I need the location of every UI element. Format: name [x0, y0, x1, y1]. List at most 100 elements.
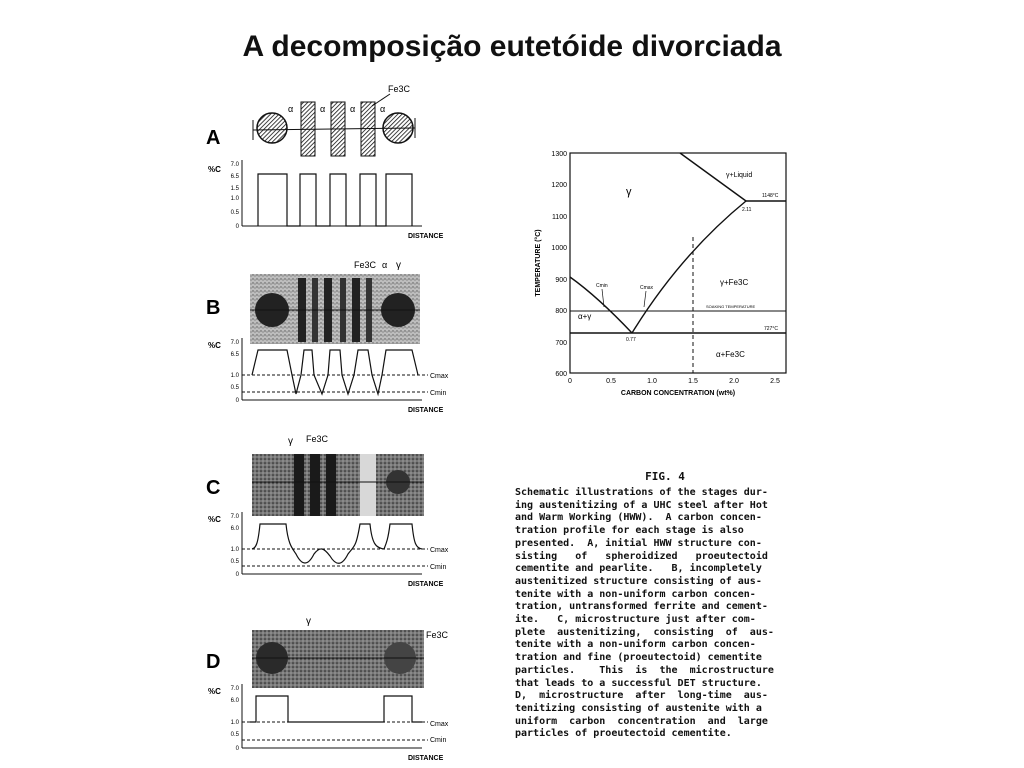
svg-text:0.5: 0.5	[231, 732, 240, 738]
distance-label: DISTANCE	[408, 581, 444, 588]
region-alpha-fe3c: α+Fe3C	[716, 350, 745, 359]
carbon-profile-a	[257, 173, 413, 227]
panel-a: A α α α α Fe3C %C 7.0 6.5 1.5 1.0 0.5 0 …	[206, 84, 444, 240]
phase-label-alpha: α	[320, 104, 325, 114]
distance-label: DISTANCE	[408, 755, 444, 762]
caption-line: ing austenitizing of a UHC steel after H…	[515, 499, 768, 511]
svg-text:0: 0	[236, 398, 240, 404]
svg-text:6.0: 6.0	[231, 698, 240, 704]
label-cmin: Cmin	[596, 283, 608, 289]
svg-text:6.0: 6.0	[231, 526, 240, 532]
gamma-label: γ	[396, 260, 401, 271]
distance-label: DISTANCE	[408, 407, 444, 414]
svg-text:0.5: 0.5	[231, 385, 240, 391]
svg-text:7.0: 7.0	[231, 686, 240, 692]
svg-text:7.0: 7.0	[231, 340, 240, 346]
fe3c-label: Fe3C	[306, 434, 329, 444]
svg-text:700: 700	[555, 340, 567, 347]
fe3c-label: Fe3C	[388, 84, 411, 94]
svg-text:1.0: 1.0	[231, 373, 240, 379]
svg-text:1300: 1300	[551, 151, 567, 158]
caption-line: Schematic illustrations of the stages du…	[515, 487, 768, 498]
region-gamma: γ	[626, 186, 632, 198]
phase-label-alpha: α	[288, 104, 293, 114]
label-727c: 727°C	[764, 326, 778, 332]
panel-letter-a: A	[206, 127, 220, 149]
svg-text:0: 0	[236, 572, 240, 578]
fe3c-label: Fe3C	[426, 630, 449, 640]
svg-text:1.5: 1.5	[688, 378, 698, 385]
panel-d: D γ Fe3C %C 7.0 6.0 1.0 0.5 0 Cmax Cmin …	[206, 616, 449, 762]
panel-letter-c: C	[206, 477, 220, 499]
a3-line	[569, 276, 633, 334]
cmin-label: Cmin	[430, 737, 446, 744]
caption-heading: FIG. 4	[645, 470, 685, 483]
acm-line	[631, 200, 747, 334]
fe3c-label: Fe3C	[354, 260, 377, 270]
carbon-ticks: 0 0.5 1.0 1.5 2.0 2.5	[568, 378, 780, 385]
caption-line: tration profile for each stage is also	[515, 525, 744, 537]
panel-b: B Fe3C α γ %C 7.0 6.5 1.0 0.5 0 Cmax Cmi…	[206, 260, 449, 414]
cmax-label: Cmax	[430, 373, 449, 380]
caption-line: tration, untransformed ferrite and cemen…	[515, 601, 768, 613]
plot-frame	[569, 152, 787, 374]
svg-text:800: 800	[555, 308, 567, 315]
caption-line: particles of proeutectoid cementite.	[515, 728, 732, 740]
carbon-profile-c	[251, 523, 423, 564]
phase-label-alpha: α	[380, 104, 385, 114]
svg-text:600: 600	[555, 371, 567, 378]
svg-text:1100: 1100	[552, 214, 567, 221]
austenitizing-stages-figure: A α α α α Fe3C %C 7.0 6.5 1.5 1.0 0.5 0 …	[206, 84, 449, 762]
label-1148c: 1148°C	[762, 193, 779, 199]
cmin-label: Cmin	[430, 390, 446, 397]
svg-text:0: 0	[568, 378, 572, 385]
caption-line: that leads to a successful DET structure…	[515, 677, 762, 689]
phase-label-alpha: α	[350, 104, 355, 114]
caption-line: particles. This is the microstructure	[515, 664, 774, 676]
percent-carbon-label: %C	[208, 165, 221, 174]
caption-line: ite. C, microstructure just after com-	[515, 614, 756, 626]
distance-label: DISTANCE	[408, 233, 444, 240]
svg-text:0.5: 0.5	[231, 559, 240, 565]
region-gamma-liquid: γ+Liquid	[726, 172, 752, 179]
region-alpha-gamma: α+γ	[578, 312, 591, 321]
panel-c: C γ Fe3C %C 7.0 6.0 1.0 0.5 0 Cmax Cmin …	[206, 434, 449, 588]
caption-line: presented. A, initial HWW structure con-	[515, 537, 762, 549]
caption-line: tenite with a non-uniform carbon concen-	[515, 639, 756, 651]
svg-text:0.5: 0.5	[606, 378, 616, 385]
caption-line: tenite with a non-uniform carbon concen-	[515, 588, 756, 600]
liquidus-line	[679, 152, 747, 202]
region-gamma-fe3c: γ+Fe3C	[720, 278, 748, 287]
cmax-label: Cmax	[430, 721, 449, 728]
svg-text:2.5: 2.5	[770, 378, 780, 385]
figure-caption: FIG. 4 Schematic illustrations of the sta…	[515, 470, 815, 760]
caption-line: sisting of spheroidized proeutectoid	[515, 550, 768, 562]
gamma-label: γ	[306, 616, 311, 627]
fe-c-phase-diagram: 1300 1200 1100 1000 900 800 700 600 0 0.…	[534, 151, 787, 397]
y-axis-label: TEMPERATURE (°C)	[534, 229, 542, 296]
temperature-ticks: 1300 1200 1100 1000 900 800 700 600	[551, 151, 567, 378]
svg-text:2.0: 2.0	[729, 378, 739, 385]
panel-letter-d: D	[206, 651, 220, 673]
percent-carbon-label: %C	[208, 687, 221, 696]
svg-text:1.5: 1.5	[231, 186, 240, 192]
caption-line: cementite and pearlite. B, incompletely	[515, 563, 762, 575]
x-axis-label: CARBON CONCENTRATION (wt%)	[621, 390, 735, 397]
caption-line: tration and fine (proeutectoid) cementit…	[515, 652, 762, 664]
svg-text:1200: 1200	[551, 182, 567, 189]
svg-text:1.0: 1.0	[231, 720, 240, 726]
caption-line: austenitized structure consisting of aus…	[515, 575, 762, 587]
svg-text:0: 0	[236, 224, 240, 230]
svg-text:1000: 1000	[551, 245, 567, 252]
caption-line: D, microstructure after long-time aus-	[515, 690, 768, 702]
cmax-label: Cmax	[430, 547, 449, 554]
panel-letter-b: B	[206, 297, 220, 319]
svg-text:900: 900	[555, 277, 567, 284]
caption-line: plete austenitizing, consisting of aus-	[515, 626, 774, 638]
svg-text:1.0: 1.0	[231, 196, 240, 202]
svg-text:7.0: 7.0	[231, 514, 240, 520]
caption-line: and Warm Working (HWW). A carbon concen-	[515, 512, 762, 524]
carbon-profile-d	[250, 695, 422, 723]
svg-text:6.5: 6.5	[231, 352, 240, 358]
percent-carbon-label: %C	[208, 341, 221, 350]
